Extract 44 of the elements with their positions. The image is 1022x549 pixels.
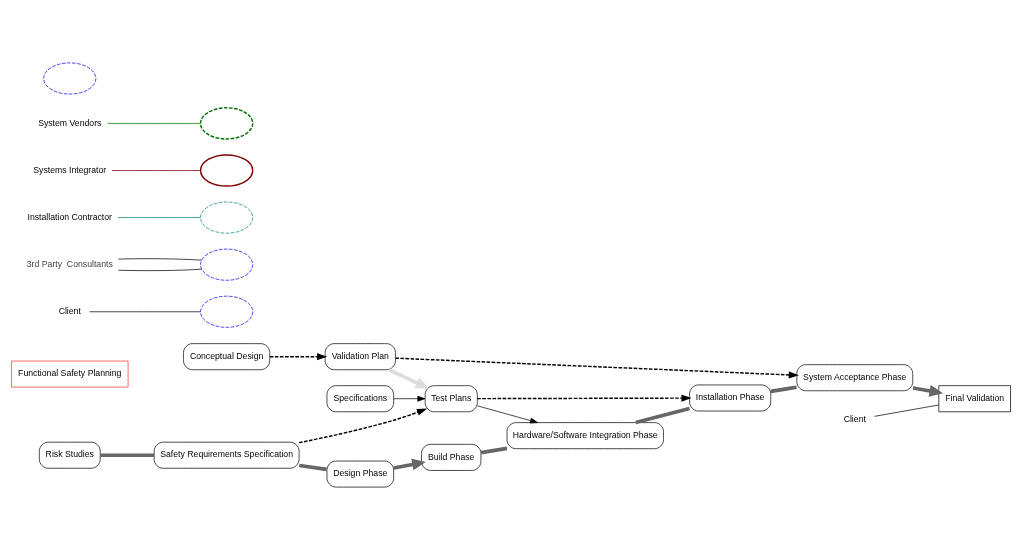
node-cloud xyxy=(199,153,254,187)
node-box: Safety Requirements Specification xyxy=(153,441,300,469)
node-cloud xyxy=(200,201,254,233)
connector xyxy=(874,404,940,417)
arrow xyxy=(298,408,428,443)
arrow xyxy=(269,352,328,360)
connector xyxy=(118,268,202,271)
connector xyxy=(111,169,201,171)
arrow xyxy=(393,395,426,402)
connector xyxy=(107,122,201,124)
node-cloud xyxy=(199,106,254,140)
node-box: Installation Phase xyxy=(689,384,772,411)
connector xyxy=(117,216,201,218)
node-text: Systems Integrator xyxy=(33,164,107,175)
node-box: Build Phase xyxy=(421,443,482,471)
arrow xyxy=(476,394,692,402)
node-text: Installation Contractor xyxy=(27,211,113,222)
connector xyxy=(100,452,154,457)
node-box: Final Validation xyxy=(938,384,1011,412)
arrow xyxy=(477,404,538,423)
node-box: Conceptual Design xyxy=(183,342,271,370)
node-cloud xyxy=(200,248,254,281)
connector xyxy=(299,463,327,471)
node-box: Risk Studies xyxy=(39,441,101,469)
arrow xyxy=(393,458,426,470)
node-box: System Acceptance Phase xyxy=(796,363,914,391)
node-cloud xyxy=(43,62,97,94)
node-cloud xyxy=(200,295,254,328)
arrow xyxy=(388,367,430,389)
node-text: Client xyxy=(843,413,866,424)
arrow xyxy=(912,384,943,397)
node-text: System Vendors xyxy=(38,117,102,128)
connector xyxy=(770,384,797,393)
node-box: Design Phase xyxy=(326,460,394,487)
connector xyxy=(480,446,508,454)
arrow xyxy=(394,356,799,378)
node-text: 3rd Party Consultants xyxy=(26,258,113,269)
node-box: Hardware/Software Integration Phase xyxy=(506,421,664,449)
node-box: Specifications xyxy=(326,384,394,412)
node-box: Validation Plan xyxy=(324,342,396,370)
node-text: Client xyxy=(58,305,81,316)
connector xyxy=(118,257,202,261)
node-box: Functional Safety Planning xyxy=(11,360,129,387)
node-box: Test Plans xyxy=(424,384,478,412)
